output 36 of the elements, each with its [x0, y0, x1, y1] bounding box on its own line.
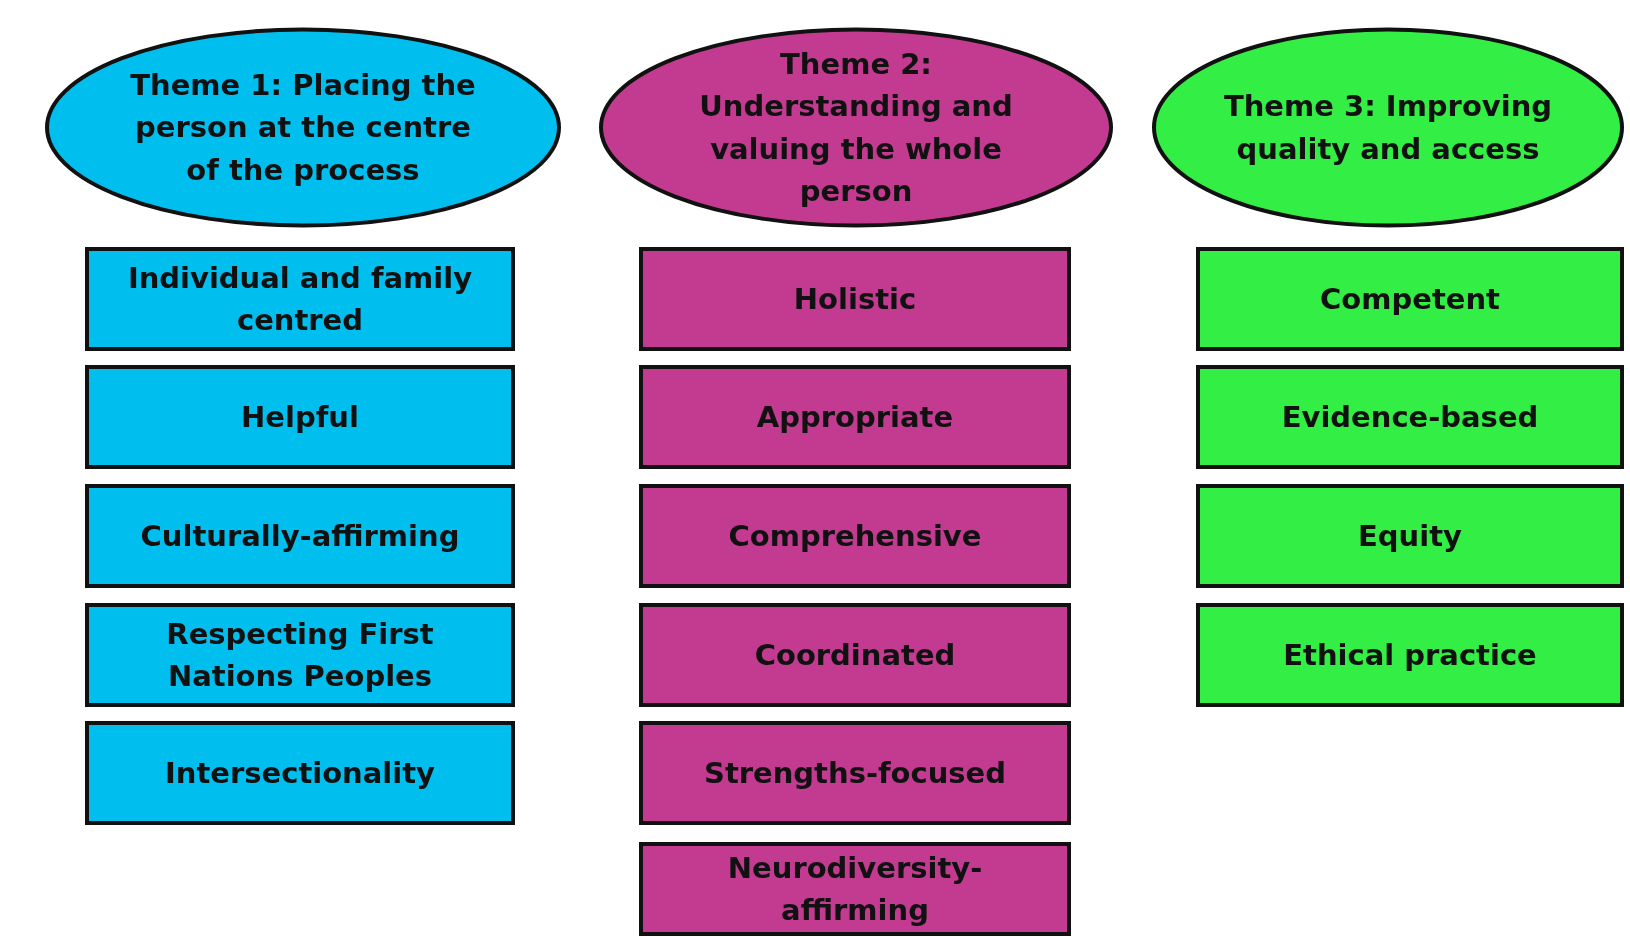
attribute-label: Evidence-based [1280, 398, 1540, 436]
attribute-box [85, 721, 515, 825]
attribute-label: Individual and family centred [126, 259, 474, 339]
attribute-label: Equity [1357, 517, 1463, 555]
theme-ellipse [1151, 26, 1625, 229]
theme-title: Theme 1: Placing the person at the centre of the process [129, 67, 477, 189]
attribute-box [85, 247, 515, 351]
theme-title: Theme 2: Understanding and valuing the whole person [698, 46, 1014, 210]
attribute-box [85, 603, 515, 707]
attribute-label: Competent [1319, 280, 1501, 318]
attribute-label: Helpful [240, 398, 360, 436]
attribute-box [1196, 247, 1624, 351]
attribute-box [639, 484, 1071, 588]
attribute-label: Ethical practice [1282, 636, 1538, 674]
attribute-box [639, 603, 1071, 707]
theme-ellipse [44, 26, 562, 229]
attribute-box [1196, 365, 1624, 469]
attribute-box [1196, 603, 1624, 707]
attribute-box [639, 721, 1071, 825]
theme-title: Theme 3: Improving quality and access [1222, 88, 1554, 168]
attribute-label: Culturally-affirming [139, 517, 461, 555]
attribute-label: Coordinated [753, 636, 957, 674]
attribute-label: Appropriate [755, 398, 955, 436]
attribute-box [639, 365, 1071, 469]
attribute-label: Comprehensive [727, 517, 983, 555]
attribute-label: Neurodiversity-affirming [726, 849, 984, 929]
attribute-label: Intersectionality [164, 754, 436, 792]
attribute-label: Respecting First Nations Peoples [165, 615, 435, 695]
attribute-box [639, 842, 1071, 936]
attribute-box [85, 365, 515, 469]
attribute-box [1196, 484, 1624, 588]
theme-ellipse [598, 26, 1114, 229]
attribute-label: Strengths-focused [703, 754, 1007, 792]
attribute-box [85, 484, 515, 588]
attribute-label: Holistic [792, 280, 918, 318]
attribute-box [639, 247, 1071, 351]
